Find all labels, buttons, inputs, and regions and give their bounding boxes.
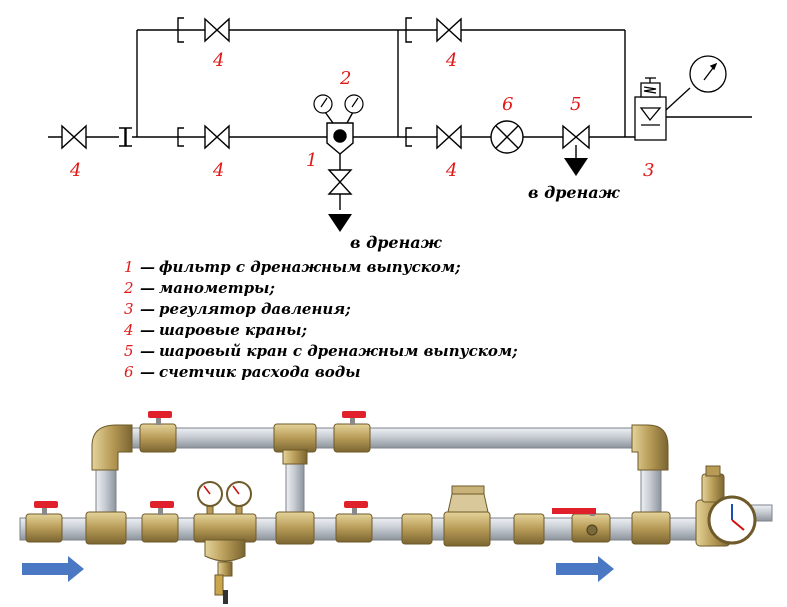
tee-middle [275, 511, 315, 545]
tee-top-neck [282, 449, 308, 465]
pressure-regulator [695, 465, 757, 547]
elbow-right [631, 424, 669, 471]
valve-filter-drain [327, 169, 353, 195]
riser-middle [285, 454, 305, 521]
legend-item: 6 —счетчик расхода воды [124, 362, 518, 383]
ball-valve-top-right [333, 411, 371, 453]
piping-illustration [19, 411, 773, 604]
legend-dash: — [140, 258, 155, 276]
legend-text: фильтр с дренажным выпуском; [159, 258, 461, 276]
ball-valve-lower-right [335, 501, 373, 543]
marker-filter: 1 [306, 150, 317, 171]
drain-arrow-filter [328, 214, 352, 232]
legend-item: 5 —шаровый кран с дренажным выпуском; [124, 341, 518, 362]
valve-inlet [61, 124, 87, 150]
legend-text: манометры; [159, 279, 275, 297]
ball-valve-lower-left [141, 501, 179, 543]
legend-number: 4 [124, 321, 134, 339]
legend-number: 2 [124, 279, 134, 297]
tee-right [631, 511, 671, 545]
valve-drain-5 [562, 124, 590, 150]
elbow-left [91, 424, 133, 471]
legend-text: шаровый кран с дренажным выпуском; [159, 342, 518, 360]
flange-brackets [119, 17, 412, 147]
marker-lower-left-valve: 4 [212, 160, 224, 181]
legend-item: 1 —фильтр с дренажным выпуском; [124, 257, 518, 278]
legend-text: шаровые краны; [159, 321, 308, 339]
marker-meter: 6 [502, 94, 513, 115]
valve-lower-left [204, 124, 230, 150]
ball-valve-top-left [139, 411, 177, 453]
ball-valve-drain [552, 508, 611, 543]
coupling-1 [401, 513, 433, 545]
filter-symbol [324, 111, 354, 155]
bypass-pipe-top [109, 427, 656, 449]
drain-label-filter: в дренаж [350, 233, 443, 252]
filter-unit [193, 481, 257, 604]
legend-text: счетчик расхода воды [159, 363, 361, 381]
coupling-2 [513, 513, 545, 545]
tee-left [85, 511, 127, 545]
legend-item: 2 —манометры; [124, 278, 518, 299]
marker-gauges: 2 [339, 68, 351, 89]
marker-regulator: 3 [643, 160, 654, 181]
drain-label-right: в дренаж [528, 183, 621, 202]
water-meter-symbol [490, 120, 524, 154]
number-markers: 4 4 4 4 2 1 4 6 5 3 [69, 50, 654, 181]
flow-arrow-left [22, 556, 84, 582]
legend-number: 3 [124, 300, 134, 318]
ball-valve-symbols [61, 17, 590, 195]
legend-item: 3 —регулятор давления; [124, 299, 518, 320]
drain-arrows [328, 158, 588, 232]
marker-top-left-valve: 4 [212, 50, 224, 71]
legend-number: 5 [124, 342, 134, 360]
legend: 1—фильтр с дренажным выпуском; 2—маномет… [124, 257, 518, 383]
legend-text: регулятор давления; [159, 300, 351, 318]
legend-number: 1 [124, 258, 134, 276]
legend-number: 6 [124, 363, 134, 381]
gauge-symbols [313, 94, 364, 114]
marker-lower-right-valve: 4 [445, 160, 457, 181]
valve-top-left [204, 17, 230, 43]
legend-dash: — [140, 321, 155, 339]
tee-top [273, 423, 317, 453]
water-meter [443, 485, 491, 547]
legend-dash: — [140, 300, 155, 318]
valve-lower-right [436, 124, 462, 150]
legend-dash: — [140, 363, 155, 381]
legend-dash: — [140, 342, 155, 360]
valve-top-right [436, 17, 462, 43]
drain-arrow-valve5 [564, 158, 588, 176]
legend-dash: — [140, 279, 155, 297]
marker-top-right-valve: 4 [445, 50, 457, 71]
marker-drain-valve: 5 [570, 94, 581, 115]
pressure-regulator-symbol [634, 55, 727, 141]
ball-valve-inlet [25, 501, 63, 543]
legend-item: 4 —шаровые краны; [124, 320, 518, 341]
marker-inlet-valve: 4 [69, 160, 81, 181]
flow-arrow-right [556, 556, 614, 582]
